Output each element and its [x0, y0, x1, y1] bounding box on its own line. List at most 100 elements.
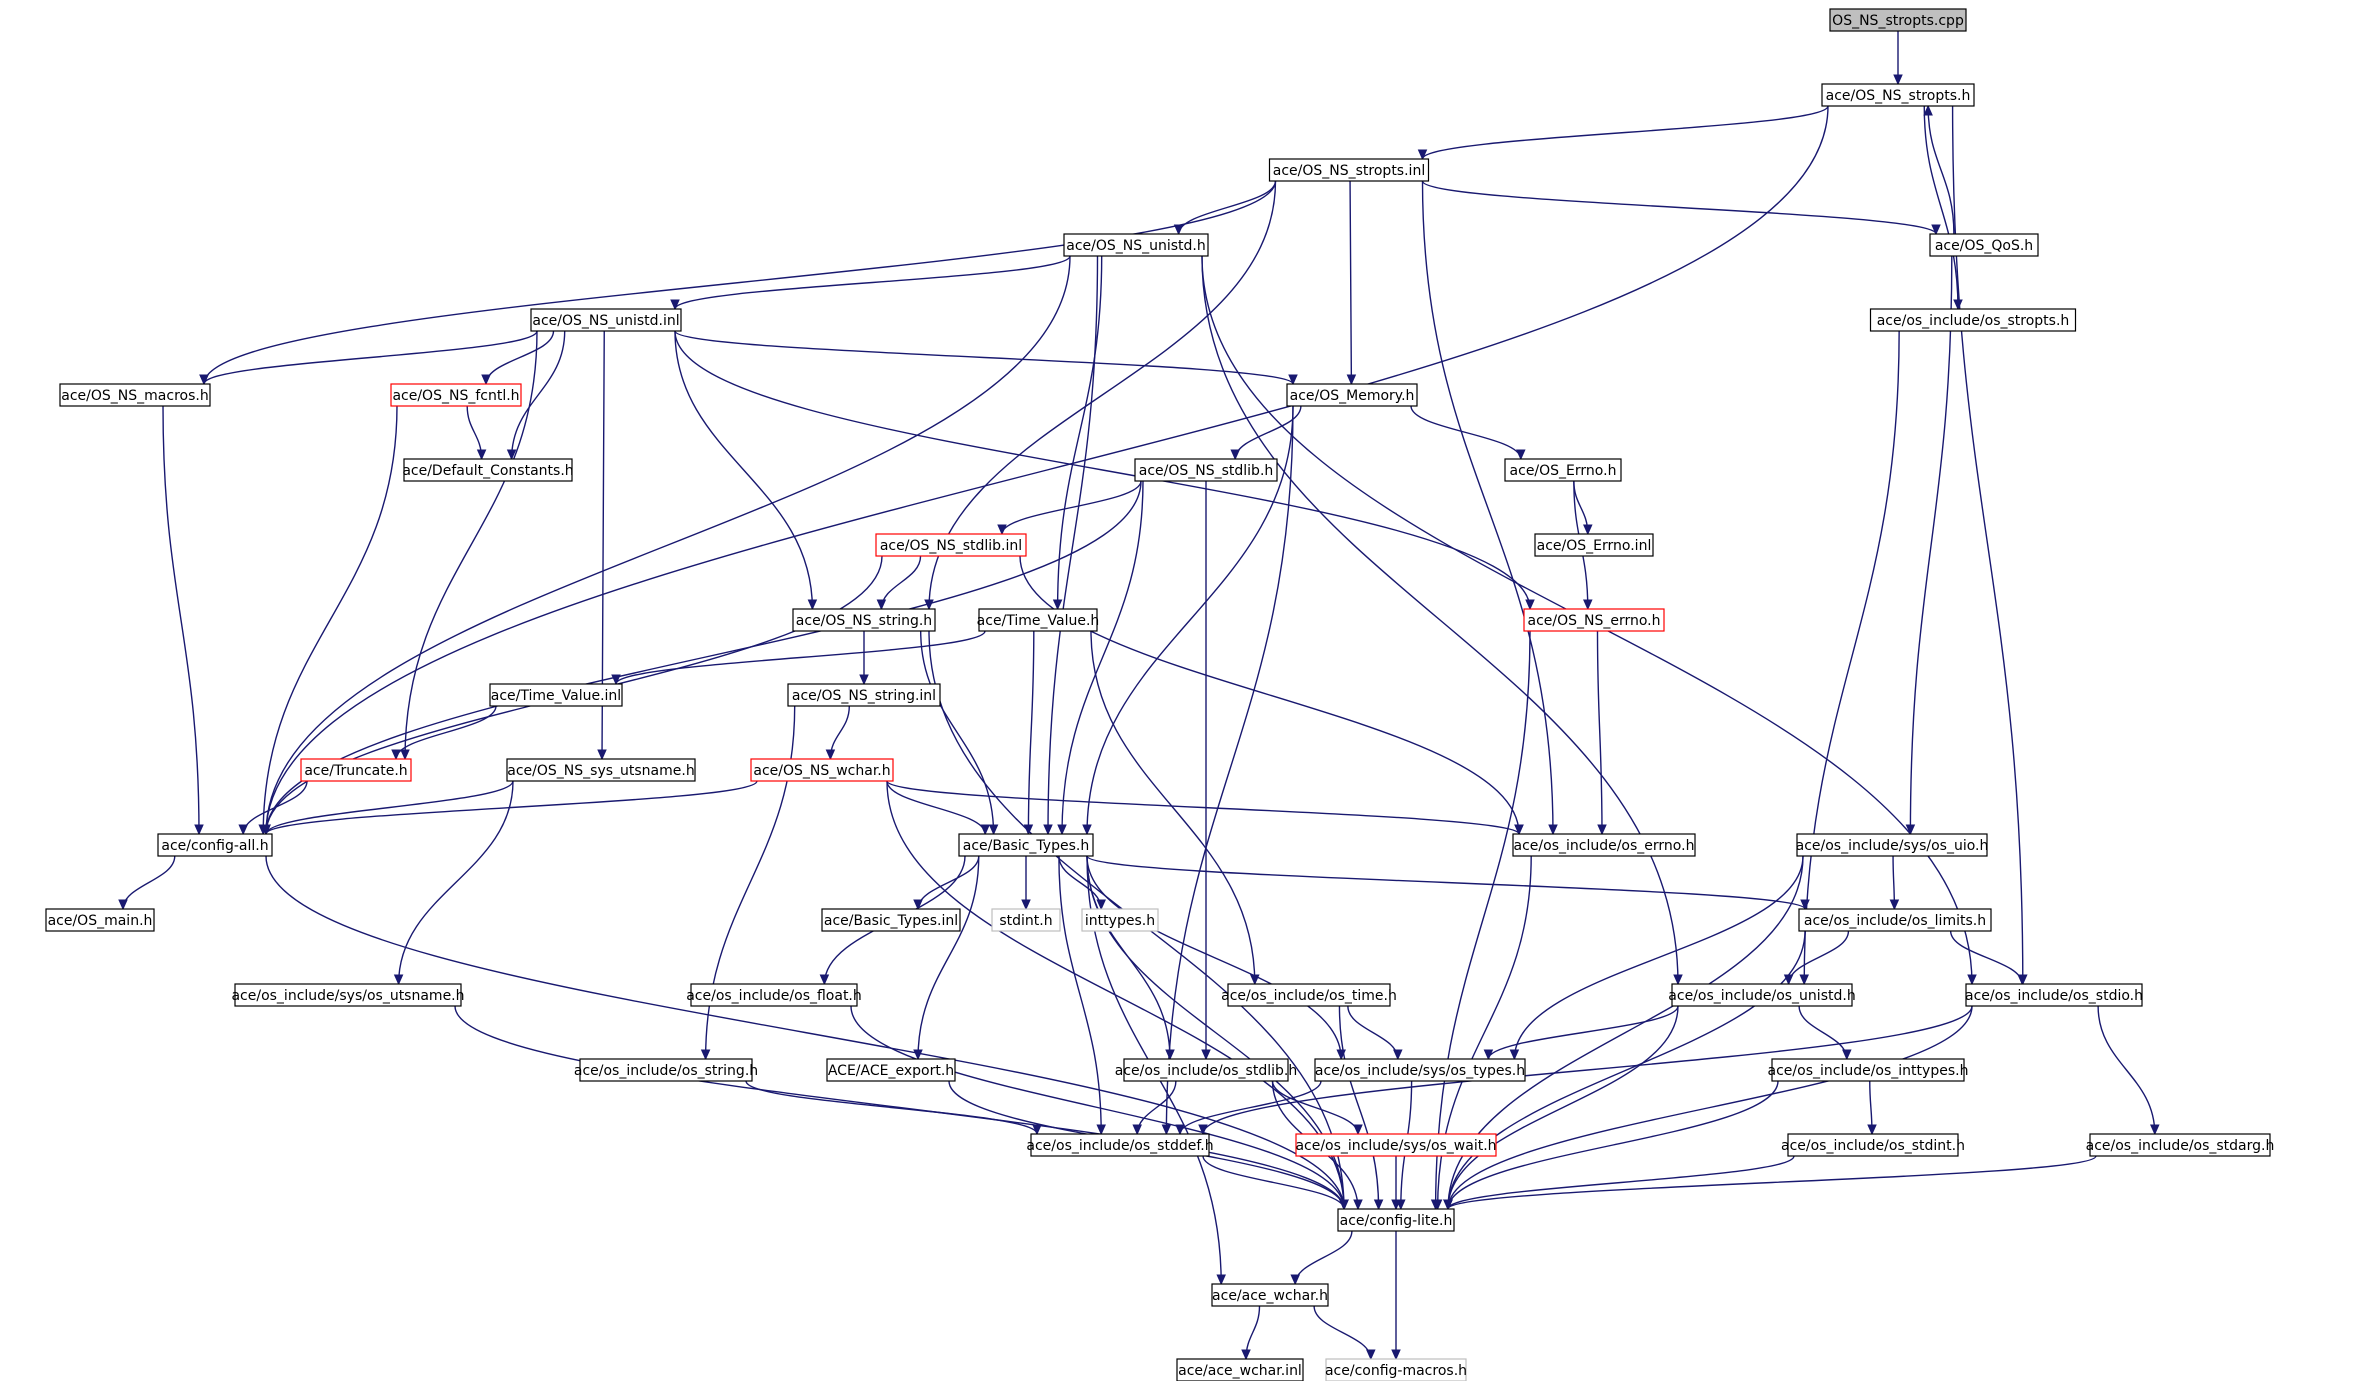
- node-os-inttypes[interactable]: ace/os_include/os_inttypes.h: [1768, 1058, 1969, 1082]
- node-os-errno-h[interactable]: ace/os_include/os_errno.h: [1512, 833, 1696, 857]
- node-stropts-inl[interactable]: ace/OS_NS_stropts.inl: [1268, 158, 1430, 182]
- node-os-time[interactable]: ace/os_include/os_time.h: [1221, 983, 1397, 1007]
- node-label: ace/ace_wchar.h: [1212, 1288, 1328, 1304]
- node-label: ace/os_include/sys/os_utsname.h: [231, 988, 464, 1004]
- node-box: [1821, 83, 1975, 107]
- node-stropts-h[interactable]: ace/OS_NS_stropts.h: [1821, 83, 1975, 107]
- edge-sys-uio-to-config-lite: [1447, 855, 1804, 1210]
- node-fcntl-h[interactable]: ace/OS_NS_fcntl.h: [390, 383, 522, 407]
- node-os-stdint[interactable]: ace/os_include/os_stdint.h: [1781, 1133, 1965, 1157]
- node-box: [1081, 908, 1159, 932]
- node-label: ace/os_include/os_stdlib.h: [1115, 1063, 1297, 1079]
- arrowhead-icon: [1597, 824, 1607, 836]
- arrowhead-icon: [1393, 1049, 1403, 1061]
- node-label: ace/os_include/os_time.h: [1221, 988, 1397, 1004]
- arrowhead-icon: [1175, 1124, 1185, 1136]
- node-string-h[interactable]: ace/OS_NS_string.h: [792, 608, 936, 632]
- node-box: [1030, 1133, 1210, 1157]
- node-root[interactable]: OS_NS_stropts.cpp: [1829, 8, 1967, 32]
- edge-wchar-h-to-basic-types: [886, 780, 986, 835]
- node-os-main[interactable]: ace/OS_main.h: [45, 908, 155, 932]
- node-unistd-h[interactable]: ace/OS_NS_unistd.h: [1063, 233, 1209, 257]
- arrowhead-icon: [980, 824, 990, 836]
- node-box: [1314, 1058, 1526, 1082]
- node-sys-utsname-h[interactable]: ace/OS_NS_sys_utsname.h: [506, 758, 696, 782]
- node-label: ace/os_include/os_stdarg.h: [2086, 1138, 2275, 1154]
- node-errno-inl[interactable]: ace/OS_Errno.inl: [1534, 533, 1654, 557]
- node-time-value-inl[interactable]: ace/Time_Value.inl: [489, 683, 623, 707]
- node-unistd-inl[interactable]: ace/OS_NS_unistd.inl: [530, 308, 682, 332]
- node-box: [991, 908, 1061, 932]
- node-os-unistd[interactable]: ace/os_include/os_unistd.h: [1668, 983, 1856, 1007]
- node-os-stddef[interactable]: ace/os_include/os_stddef.h: [1026, 1133, 1214, 1157]
- node-config-all[interactable]: ace/config-all.h: [157, 833, 273, 857]
- node-ns-errno-h[interactable]: ace/OS_NS_errno.h: [1523, 608, 1665, 632]
- arrowhead-icon: [1339, 1199, 1349, 1211]
- node-label: ace/OS_NS_stropts.inl: [1273, 163, 1425, 179]
- edge-unistd-inl-to-fcntl-h: [485, 330, 555, 385]
- edge-os-stdio-to-os-stddef: [1202, 1005, 1973, 1135]
- node-basic-types-inl[interactable]: ace/Basic_Types.inl: [821, 908, 961, 932]
- node-box: [826, 1058, 956, 1082]
- arrowhead-icon: [1201, 1049, 1211, 1061]
- node-basic-types[interactable]: ace/Basic_Types.h: [958, 833, 1094, 857]
- edge-wchar-h-to-os-errno-h: [886, 780, 1520, 835]
- edge-stropts-inl-to-unistd-h: [1177, 180, 1277, 235]
- node-wchar-h[interactable]: ace/OS_NS_wchar.h: [750, 758, 894, 782]
- node-os-limits[interactable]: ace/os_include/os_limits.h: [1798, 908, 1992, 932]
- arrowhead-icon: [1867, 1124, 1877, 1136]
- node-label: ace/OS_main.h: [48, 913, 153, 929]
- node-label: ace/config-macros.h: [1325, 1363, 1467, 1379]
- arrowhead-icon: [476, 449, 487, 461]
- node-ace-wchar-inl[interactable]: ace/ace_wchar.inl: [1176, 1358, 1304, 1381]
- node-sys-wait[interactable]: ace/os_include/sys/os_wait.h: [1295, 1133, 1497, 1157]
- node-truncate-h[interactable]: ace/Truncate.h: [300, 758, 412, 782]
- arrowhead-icon: [199, 374, 209, 386]
- edge-os-time-to-config-lite: [1338, 1005, 1380, 1210]
- arrowhead-icon: [391, 749, 401, 761]
- node-time-value-h[interactable]: ace/Time_Value.h: [977, 608, 1100, 632]
- node-box: [506, 758, 696, 782]
- node-qos-h[interactable]: ace/OS_QoS.h: [1929, 233, 2039, 257]
- node-errno-h[interactable]: ace/OS_Errno.h: [1504, 458, 1622, 482]
- node-label: ace/config-all.h: [161, 838, 268, 854]
- node-os-stdio[interactable]: ace/os_include/os_stdio.h: [1965, 983, 2143, 1007]
- node-config-macros[interactable]: ace/config-macros.h: [1325, 1358, 1467, 1381]
- node-box: [1227, 983, 1391, 1007]
- node-box: [2089, 1133, 2271, 1157]
- arrowhead-icon: [1509, 1049, 1520, 1061]
- node-sys-uio[interactable]: ace/os_include/sys/os_uio.h: [1796, 833, 1989, 857]
- edge-stropts-inl-to-memory-h: [1349, 180, 1353, 385]
- node-os-string[interactable]: ace/os_include/os_string.h: [574, 1058, 758, 1082]
- node-os-float[interactable]: ace/os_include/os_float.h: [686, 983, 862, 1007]
- node-macros-h[interactable]: ace/OS_NS_macros.h: [59, 383, 211, 407]
- node-box: [821, 908, 961, 932]
- node-sys-types[interactable]: ace/os_include/sys/os_types.h: [1314, 1058, 1526, 1082]
- node-label: OS_NS_stropts.cpp: [1832, 13, 1964, 29]
- node-stdlib-inl[interactable]: ace/OS_NS_stdlib.inl: [875, 533, 1027, 557]
- node-os-stdlib[interactable]: ace/os_include/os_stdlib.h: [1115, 1058, 1297, 1082]
- edge-ns-errno-h-to-config-lite: [1434, 630, 1531, 1210]
- node-stdint[interactable]: stdint.h: [991, 908, 1061, 932]
- arrowhead-icon: [1548, 824, 1558, 836]
- edge-config-all-to-os-main: [122, 855, 176, 910]
- node-sys-utsname[interactable]: ace/os_include/sys/os_utsname.h: [231, 983, 465, 1007]
- arrowhead-icon: [481, 374, 491, 386]
- node-stdlib-h[interactable]: ace/OS_NS_stdlib.h: [1134, 458, 1278, 482]
- node-config-lite[interactable]: ace/config-lite.h: [1337, 1208, 1455, 1232]
- node-label: ace/OS_Errno.inl: [1537, 538, 1652, 554]
- node-ace-wchar-h[interactable]: ace/ace_wchar.h: [1211, 1283, 1329, 1307]
- node-label: stdint.h: [999, 913, 1052, 929]
- node-os-stropts-h[interactable]: ace/os_include/os_stropts.h: [1869, 308, 2077, 332]
- node-inttypes[interactable]: inttypes.h: [1081, 908, 1159, 932]
- node-os-stdarg[interactable]: ace/os_include/os_stdarg.h: [2086, 1133, 2275, 1157]
- node-ace-export[interactable]: ACE/ACE_export.h: [826, 1058, 956, 1082]
- node-label: ace/os_include/os_stdio.h: [1965, 988, 2143, 1004]
- arrowhead-icon: [506, 449, 517, 461]
- node-label: ace/OS_NS_string.h: [796, 613, 932, 629]
- node-box: [59, 383, 211, 407]
- node-default-const[interactable]: ace/Default_Constants.h: [402, 458, 574, 482]
- node-string-inl[interactable]: ace/OS_NS_string.inl: [787, 683, 941, 707]
- node-memory-h[interactable]: ace/OS_Memory.h: [1286, 383, 1418, 407]
